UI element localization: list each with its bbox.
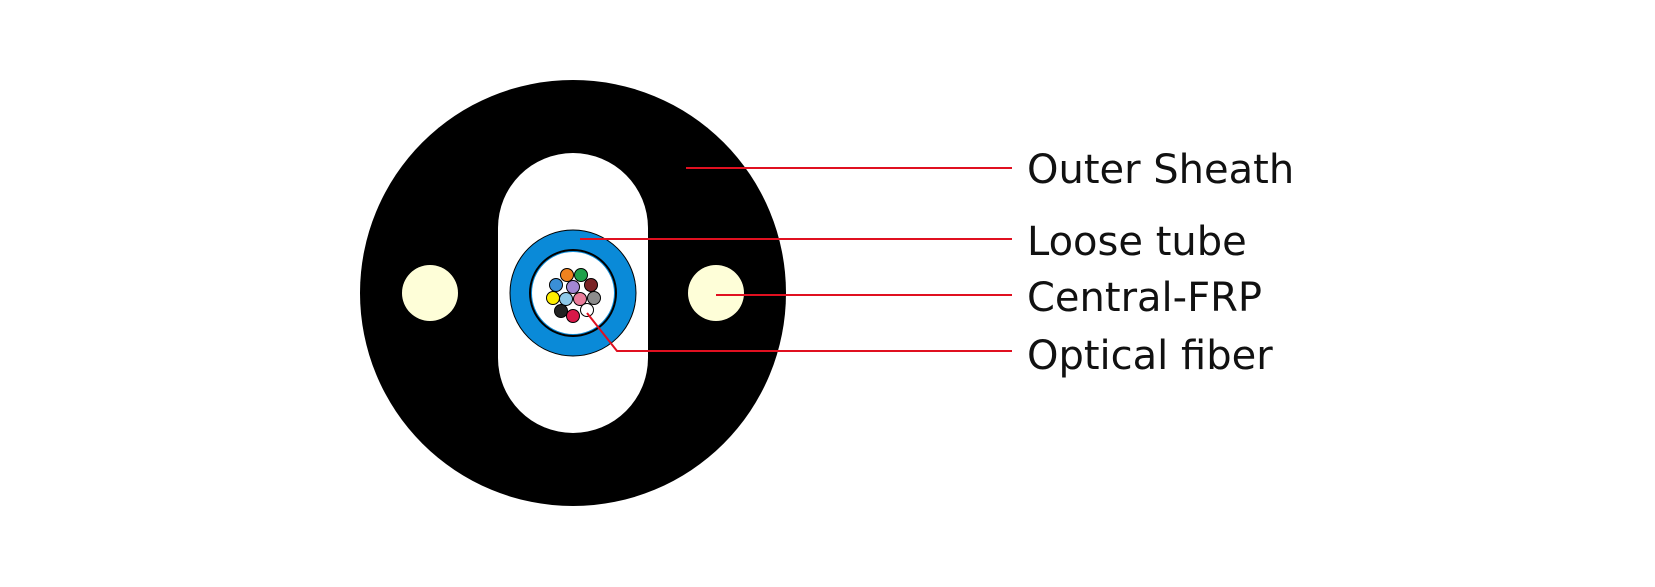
label-central-frp: Central-FRP	[1027, 275, 1262, 321]
optical-fiber	[584, 278, 598, 292]
optical-fiber	[554, 304, 568, 318]
optical-fiber	[566, 309, 580, 323]
strength-member-left	[402, 265, 458, 321]
label-outer-sheath: Outer Sheath	[1027, 147, 1295, 193]
label-loose-tube: Loose tube	[1027, 219, 1247, 265]
optical-fiber	[574, 268, 588, 282]
optical-fiber	[549, 278, 563, 292]
optical-fiber	[546, 291, 560, 305]
optical-fiber	[559, 292, 573, 306]
label-optical-fiber: Optical fiber	[1027, 333, 1273, 379]
optical-fiber	[560, 268, 574, 282]
leader-lines	[580, 167, 1012, 352]
optical-fiber-bundle	[546, 268, 601, 323]
optical-fiber	[587, 291, 601, 305]
optical-fiber	[566, 280, 580, 294]
optical-fiber	[573, 292, 587, 306]
optical-fiber	[580, 303, 594, 317]
leader-optical-fiber	[586, 312, 1012, 352]
strength-member-right	[688, 265, 744, 321]
